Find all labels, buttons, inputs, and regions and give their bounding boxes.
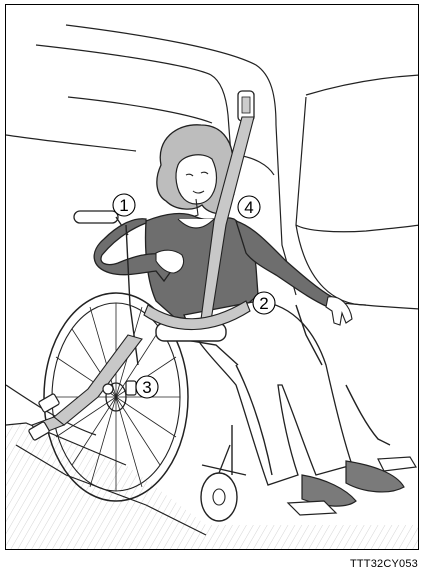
callout-4-label: 4: [244, 198, 253, 217]
callout-2-label: 2: [259, 294, 268, 313]
callout-1: 1: [113, 194, 135, 216]
callout-4: 4: [238, 196, 260, 218]
callout-2: 2: [253, 292, 275, 314]
illustration-frame: 1 4 2 3: [5, 4, 419, 550]
figure-code: TTT32CY053: [350, 558, 418, 570]
callout-1-label: 1: [119, 196, 128, 215]
callout-3: 3: [136, 376, 158, 398]
callout-3-label: 3: [142, 378, 151, 397]
wheelchair-seatbelt-illustration: 1 4 2 3: [6, 5, 419, 550]
